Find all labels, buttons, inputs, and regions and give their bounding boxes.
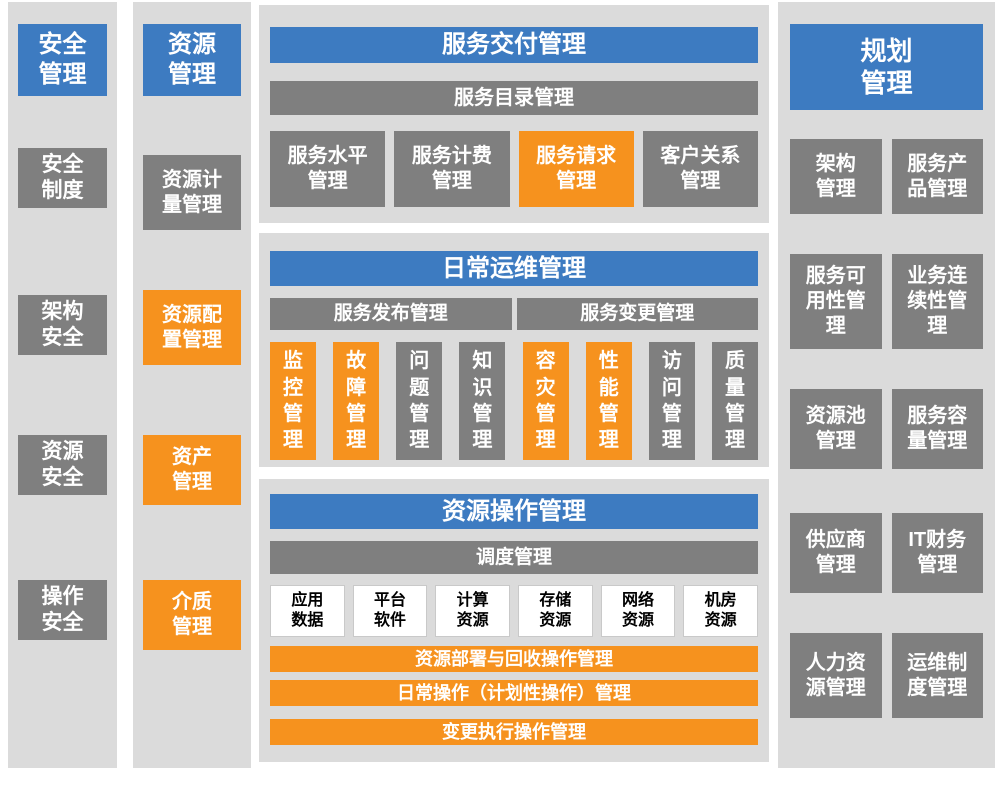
security-item-resource: 资源 安全 (18, 435, 107, 495)
service-delivery-header: 服务交付管理 (270, 27, 758, 63)
architecture-mgmt: 架构 管理 (790, 139, 882, 214)
storage-resource-box: 存储 资源 (517, 585, 593, 637)
network-resource-box: 网络 资源 (600, 585, 676, 637)
daily-ops-row: 监 控 管 理 故 障 管 理 问 题 管 理 知 识 管 理 容 灾 管 理 … (270, 342, 758, 460)
performance-mgmt: 性 能 管 理 (585, 342, 632, 460)
planning-row: 资源池 管理 服务容 量管理 (790, 389, 983, 469)
service-delivery-row: 服务水平 管理 服务计费 管理 服务请求 管理 客户关系 管理 (270, 131, 758, 207)
service-delivery-panel: 服务交付管理 服务目录管理 服务水平 管理 服务计费 管理 服务请求 管理 客户… (259, 5, 769, 223)
daily-planned-ops-bar: 日常操作（计划性操作）管理 (270, 680, 758, 706)
change-execution-ops-bar: 变更执行操作管理 (270, 719, 758, 745)
security-header: 安全 管理 (18, 24, 107, 96)
security-panel: 安全 管理 安全 制度 架构 安全 资源 安全 操作 安全 (8, 2, 117, 768)
service-capacity-mgmt: 服务容 量管理 (891, 389, 983, 469)
quality-mgmt: 质 量 管 理 (711, 342, 758, 460)
resource-pool-mgmt: 资源池 管理 (790, 389, 882, 469)
supplier-mgmt: 供应商 管理 (790, 513, 882, 593)
ops-policy-mgmt: 运维制 度管理 (891, 633, 983, 718)
monitoring-mgmt: 监 控 管 理 (270, 342, 316, 460)
business-continuity-mgmt: 业务连 续性管 理 (891, 254, 983, 349)
daily-ops-subrow: 服务发布管理 服务变更管理 (270, 298, 758, 330)
service-level-mgmt: 服务水平 管理 (270, 131, 386, 207)
customer-relation-mgmt: 客户关系 管理 (642, 131, 758, 207)
it-finance-mgmt: IT财务 管理 (891, 513, 983, 593)
service-availability-mgmt: 服务可 用性管 理 (790, 254, 882, 349)
knowledge-mgmt: 知 识 管 理 (459, 342, 506, 460)
daily-ops-header: 日常运维管理 (270, 251, 758, 286)
incident-mgmt: 故 障 管 理 (333, 342, 380, 460)
planning-header: 规划 管理 (790, 24, 983, 110)
service-catalog-bar: 服务目录管理 (270, 81, 758, 115)
service-billing-mgmt: 服务计费 管理 (394, 131, 510, 207)
resource-item-media: 介质 管理 (143, 580, 241, 650)
service-product-mgmt: 服务产 品管理 (891, 139, 983, 214)
daily-ops-panel: 日常运维管理 服务发布管理 服务变更管理 监 控 管 理 故 障 管 理 问 题… (259, 233, 769, 467)
security-item-architecture: 架构 安全 (18, 295, 107, 355)
security-item-policy: 安全 制度 (18, 148, 107, 208)
service-change-bar: 服务变更管理 (516, 298, 758, 330)
resource-item-configuration: 资源配 置管理 (143, 290, 241, 365)
compute-resource-box: 计算 资源 (435, 585, 510, 637)
resource-item-metering: 资源计 量管理 (143, 155, 241, 230)
datacenter-resource-box: 机房 资源 (683, 585, 758, 637)
deploy-reclaim-ops-bar: 资源部署与回收操作管理 (270, 646, 758, 672)
planning-panel: 规划 管理 架构 管理 服务产 品管理 服务可 用性管 理 业务连 续性管 理 … (778, 2, 995, 768)
resource-ops-header: 资源操作管理 (270, 494, 758, 529)
problem-mgmt: 问 题 管 理 (396, 342, 443, 460)
service-request-mgmt: 服务请求 管理 (518, 131, 634, 207)
resource-panel: 资源 管理 资源计 量管理 资源配 置管理 资产 管理 介质 管理 (133, 2, 251, 768)
app-data-box: 应用 数据 (270, 585, 345, 637)
planning-row: 供应商 管理 IT财务 管理 (790, 513, 983, 593)
resource-ops-panel: 资源操作管理 调度管理 应用 数据 平台 软件 计算 资源 存储 资源 网络 资… (259, 479, 769, 762)
platform-software-box: 平台 软件 (352, 585, 428, 637)
scheduling-bar: 调度管理 (270, 541, 758, 574)
access-mgmt: 访 问 管 理 (648, 342, 695, 460)
resource-header: 资源 管理 (143, 24, 241, 96)
security-item-operation: 操作 安全 (18, 580, 107, 640)
planning-row: 人力资 源管理 运维制 度管理 (790, 633, 983, 718)
resource-type-row: 应用 数据 平台 软件 计算 资源 存储 资源 网络 资源 机房 资源 (270, 585, 758, 637)
resource-item-asset: 资产 管理 (143, 435, 241, 505)
disaster-recovery-mgmt: 容 灾 管 理 (522, 342, 569, 460)
planning-row: 服务可 用性管 理 业务连 续性管 理 (790, 254, 983, 349)
hr-mgmt: 人力资 源管理 (790, 633, 882, 718)
planning-row: 架构 管理 服务产 品管理 (790, 139, 983, 214)
service-release-bar: 服务发布管理 (270, 298, 512, 330)
